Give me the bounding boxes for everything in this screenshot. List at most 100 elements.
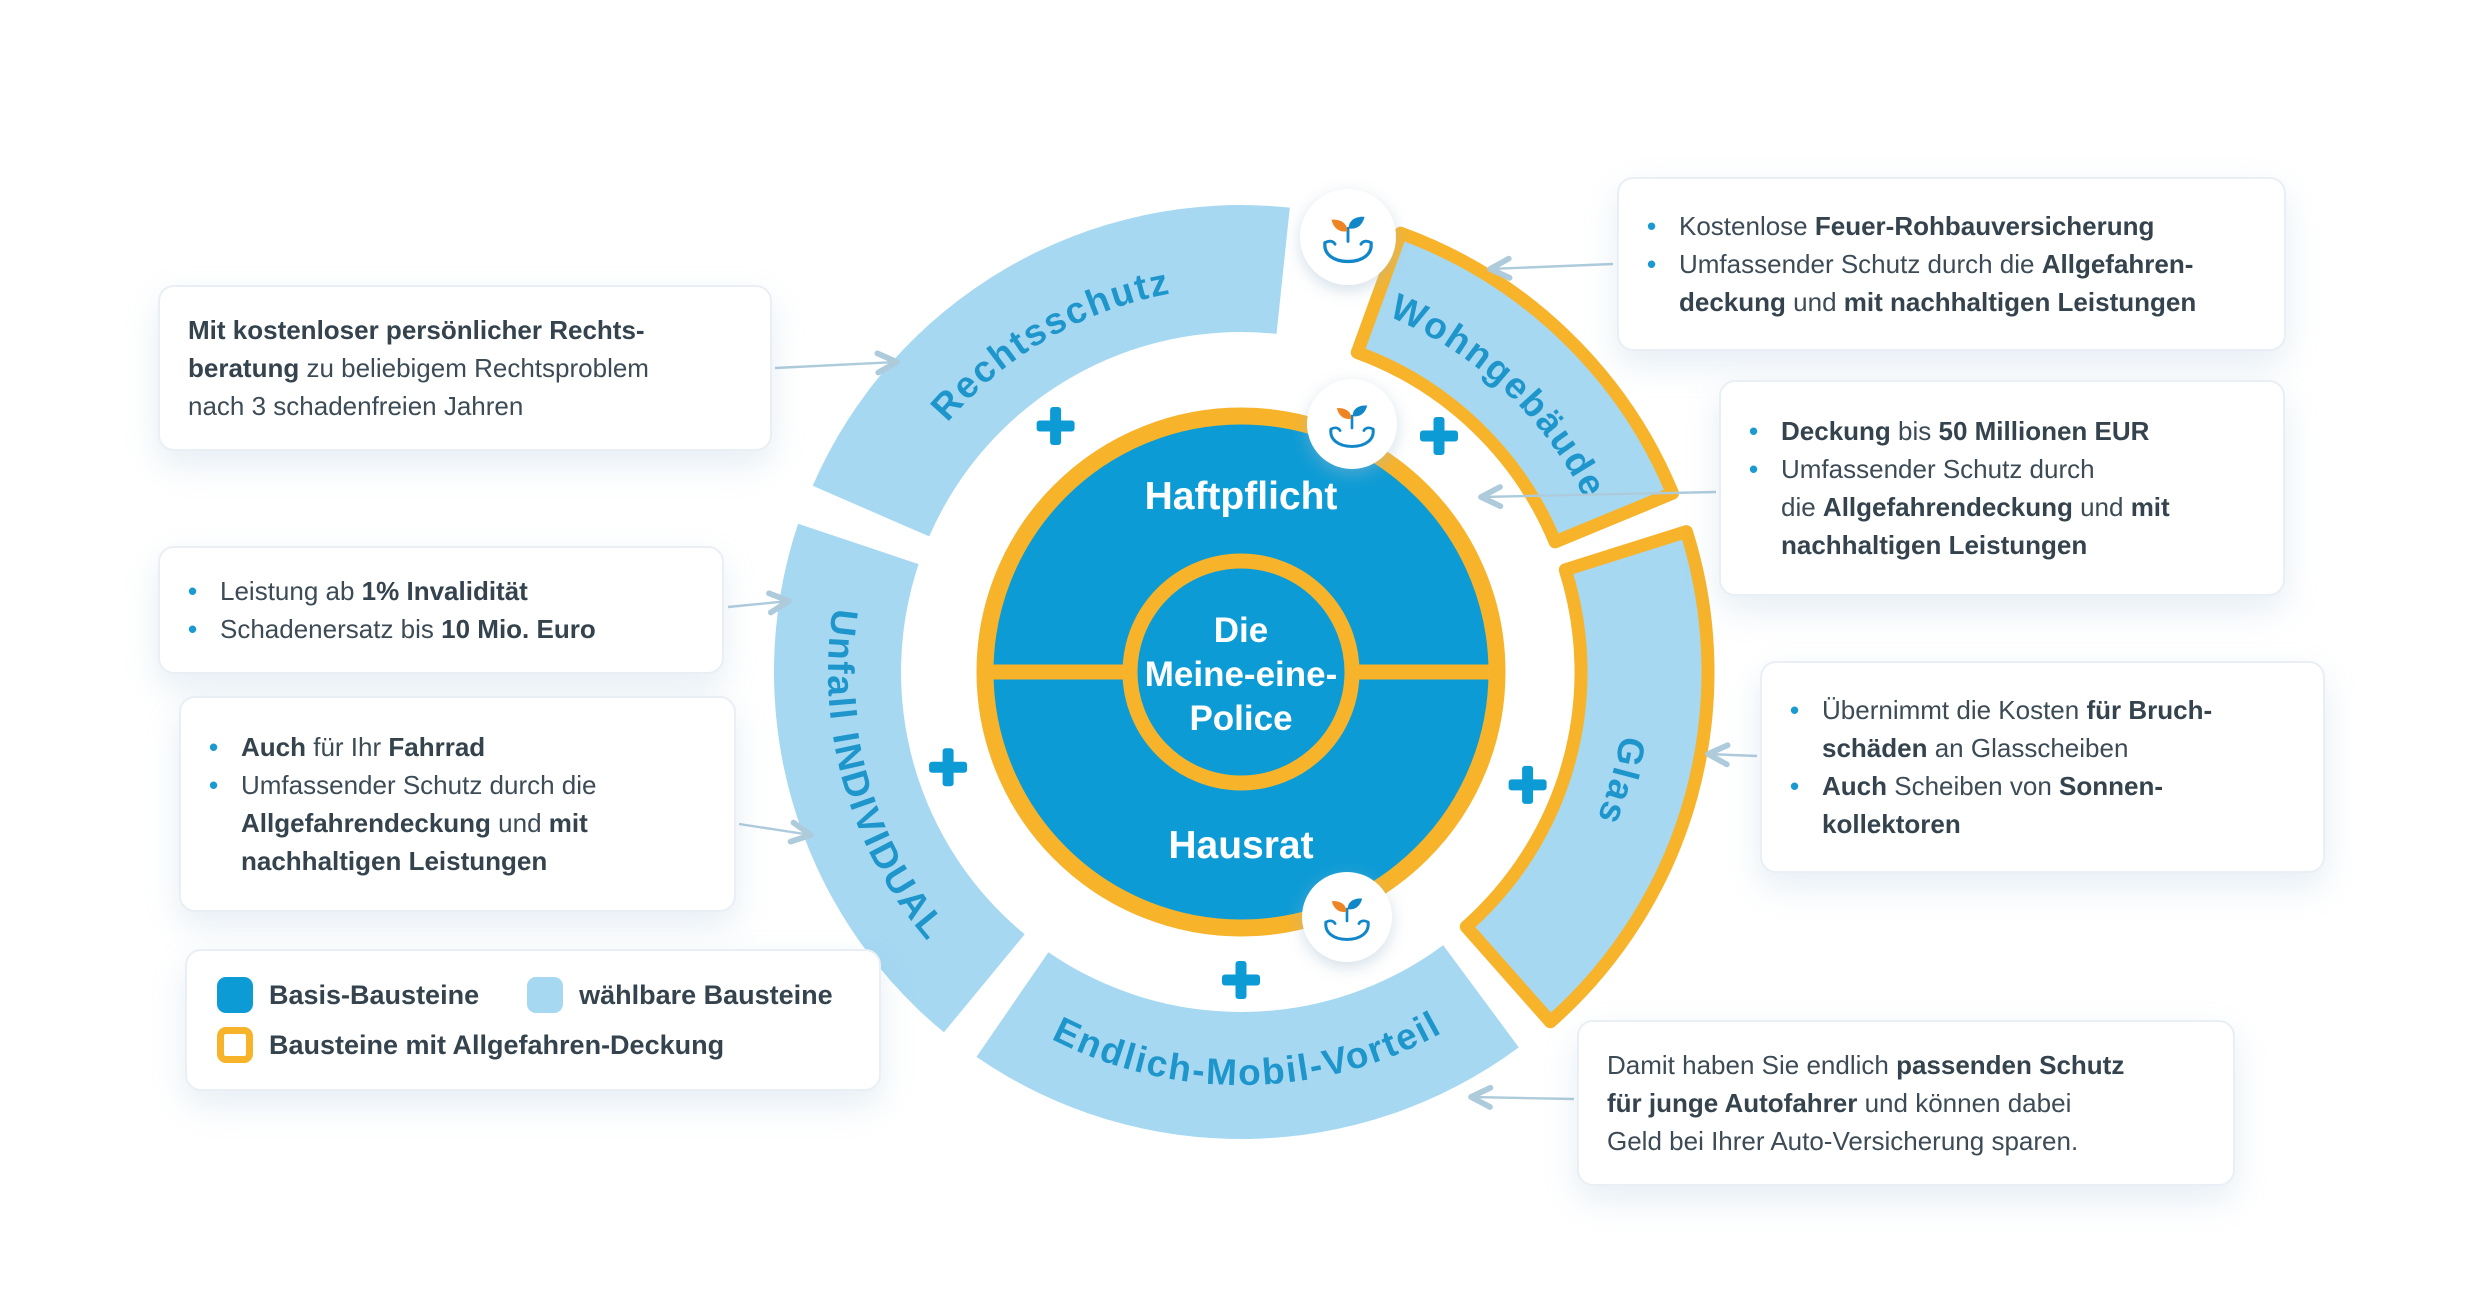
- bullet-icon: •: [209, 732, 219, 762]
- legend-label: wählbare Bausteine: [579, 979, 833, 1010]
- inner-label-hausrat: Hausrat: [1168, 824, 1313, 867]
- center-circle: [1122, 553, 1360, 791]
- text-run: Allgefahren-: [2041, 249, 2194, 279]
- bullet-icon: [1749, 526, 1781, 564]
- text-run: Umfassender Schutz durch: [1781, 454, 2095, 484]
- callout-text: Übernimmt die Kosten für Bruch-: [1822, 691, 2212, 729]
- callout-line: • Umfassender Schutz durch: [1749, 450, 2255, 488]
- callout-text: schäden an Glasscheiben: [1822, 729, 2128, 767]
- bullet-icon: •: [209, 770, 219, 800]
- connector-arrow: [774, 350, 900, 376]
- text-run: Geld bei Ihrer Auto-Versicherung sparen.: [1607, 1126, 2079, 1156]
- waehlbar-swatch: [527, 977, 564, 1013]
- callout-line: nachhaltigen Leistungen: [209, 842, 706, 880]
- text-run: Umfassender Schutz durch die: [1679, 249, 2042, 279]
- legend-item-basis: Basis-Bausteine: [217, 977, 479, 1013]
- callout-text: Schadenersatz bis 10 Mio. Euro: [220, 610, 596, 648]
- bullet-icon: •: [188, 614, 198, 644]
- legend: Basis-Bausteine wählbare Bausteine Baust…: [185, 949, 881, 1091]
- text-run: Damit haben Sie endlich: [1607, 1050, 1897, 1080]
- text-run: 50 Millionen EUR: [1938, 416, 2150, 446]
- text-run: Leistung ab: [220, 576, 362, 606]
- callout-line: • Übernimmt die Kosten für Bruch-: [1790, 691, 2295, 729]
- text-run: beratung: [188, 353, 300, 383]
- legend-item-waehlbar: wählbare Bausteine: [527, 977, 833, 1013]
- text-run: bis: [1890, 416, 1939, 446]
- callout-text: Damit haben Sie endlich passenden Schutz: [1607, 1046, 2124, 1084]
- text-run: Schadenersatz bis: [220, 614, 442, 644]
- legend-label: Bausteine mit Allgefahren-Deckung: [269, 1029, 725, 1060]
- connector-arrows: [727, 255, 1758, 1110]
- text-run: Allgefahrendeckung: [241, 808, 491, 838]
- center-title-line2: Meine-eine-: [1145, 655, 1338, 694]
- callout-line: • Deckung bis 50 Millionen EUR: [1749, 412, 2255, 450]
- text-run: zu beliebigem Rechtsproblem: [299, 353, 649, 383]
- segment-rechtsschutz: [812, 205, 1290, 537]
- connector-arrow: [1705, 742, 1758, 768]
- bullet-icon: •: [1749, 416, 1759, 446]
- text-run: Sonnen-: [2059, 771, 2164, 801]
- bullet-icon: [1749, 488, 1781, 526]
- callout-line: • Umfassender Schutz durch die Allgefahre…: [1647, 245, 2256, 283]
- sustainability-icon: [1307, 379, 1397, 469]
- callout-unfall-individual: •Leistung ab 1% Invalidität•Schadenersat…: [158, 546, 724, 674]
- segment-glas: [1459, 525, 1715, 1029]
- text-run: Mit kostenloser persönlicher Rechts-: [188, 315, 645, 345]
- text-run: Auch: [241, 732, 306, 762]
- callout-line: • Schadenersatz bis 10 Mio. Euro: [188, 610, 694, 648]
- plus-icon: [1036, 407, 1075, 445]
- callout-text: Auch Scheiben von Sonnen-: [1822, 767, 2163, 805]
- callout-line: Allgefahrendeckung und mit: [209, 804, 706, 842]
- callout-glas: • Übernimmt die Kosten für Bruch-schäden …: [1760, 661, 2325, 873]
- text-run: Deckung: [1781, 416, 1891, 446]
- center-title-line1: Die: [1214, 611, 1268, 650]
- bullet-icon: [209, 842, 241, 880]
- bullet-icon: •: [1790, 771, 1800, 801]
- basis-disc: Haftpflicht Hausrat Die Meine-eine- Poli…: [976, 407, 1506, 937]
- bullet-icon: •: [1647, 249, 1657, 279]
- callout-line: •Leistung ab 1% Invalidität: [188, 572, 694, 610]
- text-run: für junge Autofahrer: [1607, 1088, 1858, 1118]
- callout-line: nach 3 schadenfreien Jahren: [188, 387, 742, 425]
- callout-line: Damit haben Sie endlich passenden Schutz: [1607, 1046, 2205, 1084]
- callout-rechtsschutz: Mit kostenloser persönlicher Rechts-bera…: [158, 285, 772, 451]
- bullet-icon: •: [1749, 454, 1759, 484]
- legend-label: Basis-Bausteine: [269, 979, 480, 1010]
- text-run: schäden: [1822, 733, 1928, 763]
- callout-line: für junge Autofahrer und können dabei: [1607, 1084, 2205, 1122]
- callout-line: • Umfassender Schutz durch die: [209, 766, 706, 804]
- callout-text: Deckung bis 50 Millionen EUR: [1781, 412, 2149, 450]
- bullet-icon: [1790, 729, 1822, 767]
- callout-line: beratung zu beliebigem Rechtsproblem: [188, 349, 742, 387]
- callout-line: kollektoren: [1790, 805, 2295, 843]
- text-run: für Ihr: [306, 732, 389, 762]
- callout-haftpflicht-deckung: • Deckung bis 50 Millionen EUR • Umfassende…: [1719, 380, 2285, 596]
- bullet-icon: [1790, 805, 1822, 843]
- text-run: und können dabei: [1857, 1088, 2072, 1118]
- callout-text: Allgefahrendeckung und mit: [241, 804, 588, 842]
- bullet-icon: •: [188, 576, 198, 606]
- text-run: 10 Mio. Euro: [441, 614, 596, 644]
- text-run: Umfassender Schutz durch die: [241, 770, 597, 800]
- bullet-icon: •: [1647, 211, 1657, 241]
- connector-arrow: [738, 819, 814, 845]
- allgefahren-swatch: [217, 1027, 253, 1063]
- legend-item-allgefahren: Bausteine mit Allgefahren-Deckung: [217, 1027, 724, 1063]
- text-run: Feuer-Rohbauversicherung: [1814, 211, 2155, 241]
- plus-icon: [929, 748, 968, 787]
- callout-text: kollektoren: [1822, 805, 1961, 843]
- text-run: und: [490, 808, 549, 838]
- callout-text: Umfassender Schutz durch die Allgefahren…: [1679, 245, 2193, 283]
- callout-text: nachhaltigen Leistungen: [1781, 526, 2087, 564]
- callout-line: schäden an Glasscheiben: [1790, 729, 2295, 767]
- text-run: Kostenlose: [1679, 211, 1815, 241]
- callout-text: für junge Autofahrer und können dabei: [1607, 1084, 2071, 1122]
- text-run: die: [1781, 492, 1823, 522]
- bullet-icon: •: [1790, 695, 1800, 725]
- callout-line: Mit kostenloser persönlicher Rechts-: [188, 311, 742, 349]
- callout-text: Kostenlose Feuer-Rohbauversicherung: [1679, 207, 2154, 245]
- callout-text: beratung zu beliebigem Rechtsproblem: [188, 349, 649, 387]
- callout-text: Umfassender Schutz durch: [1781, 450, 2095, 488]
- callout-hausrat-fahrrad: •Auch für Ihr Fahrrad•Umfassender Schutz…: [179, 696, 736, 912]
- sustainability-icon: [1302, 872, 1392, 962]
